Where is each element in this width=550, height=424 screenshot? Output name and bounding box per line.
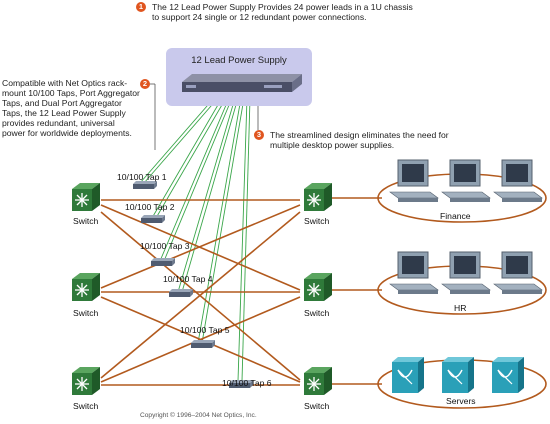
hr-label: HR [454,303,467,313]
callout-one-text: The 12 Lead Power Supply Provides 24 pow… [152,2,413,22]
callout-three-text: The streamlined design eliminates the ne… [270,130,449,150]
tap-1-icon [133,181,157,189]
pc-icon [493,251,543,294]
pc-icon [389,251,439,294]
switch-icon [304,273,332,301]
pc-icon [441,251,491,294]
server-icon [442,357,474,393]
tap-3-icon [151,258,175,266]
switch-icon [72,183,100,211]
callout-one-badge: 1 [136,2,146,12]
finance-label: Finance [440,211,471,221]
tap-5-icon [191,340,215,348]
hr-computers [389,251,543,294]
switch-left-2-label: Switch [73,308,99,318]
callout-two-text: Compatible with Net Optics rack-mount 10… [2,78,140,138]
power-supply-chassis-icon [182,74,302,92]
switch-left-3 [70,365,100,397]
server-icon [392,357,424,393]
switch-right-3-label: Switch [304,401,330,411]
switch-left-1-label: Switch [73,216,99,226]
switch-icon [72,273,100,301]
switch-right-2 [302,271,332,303]
servers-icons [392,357,524,393]
server-icon [492,357,524,393]
tap-6-label: 10/100 Tap 6 [222,378,272,388]
tap-4-icon [169,289,193,297]
copyright-text: Copyright © 1996–2004 Net Optics, Inc. [140,412,257,419]
switch-right-1-label: Switch [304,216,330,226]
switch-icon [304,367,332,395]
pc-icon [493,159,543,202]
tap-4-label: 10/100 Tap 4 [163,274,213,284]
pc-icon [441,159,491,202]
switch-left-2 [70,271,100,303]
switch-left-1 [70,181,100,213]
tap-1-label: 10/100 Tap 1 [117,172,167,182]
tap-3-label: 10/100 Tap 3 [140,241,190,251]
callout-three-badge: 3 [254,130,264,140]
tap-2-icon [141,215,165,223]
switch-right-3 [302,365,332,397]
network-links [100,197,382,386]
power-supply-panel: 12 Lead Power Supply [166,48,312,106]
switch-right-1 [302,181,332,213]
switch-left-3-label: Switch [73,401,99,411]
switch-icon [304,183,332,211]
power-supply-label: 12 Lead Power Supply [191,55,287,66]
finance-computers [389,159,543,202]
tap-5-label: 10/100 Tap 5 [180,325,230,335]
tap-6-icon [229,380,253,388]
switch-icon [72,367,100,395]
callout-two-badge: 2 [140,79,150,89]
tap-2-label: 10/100 Tap 2 [125,202,175,212]
pc-icon [389,159,439,202]
servers-label: Servers [446,396,476,406]
switch-right-2-label: Switch [304,308,330,318]
